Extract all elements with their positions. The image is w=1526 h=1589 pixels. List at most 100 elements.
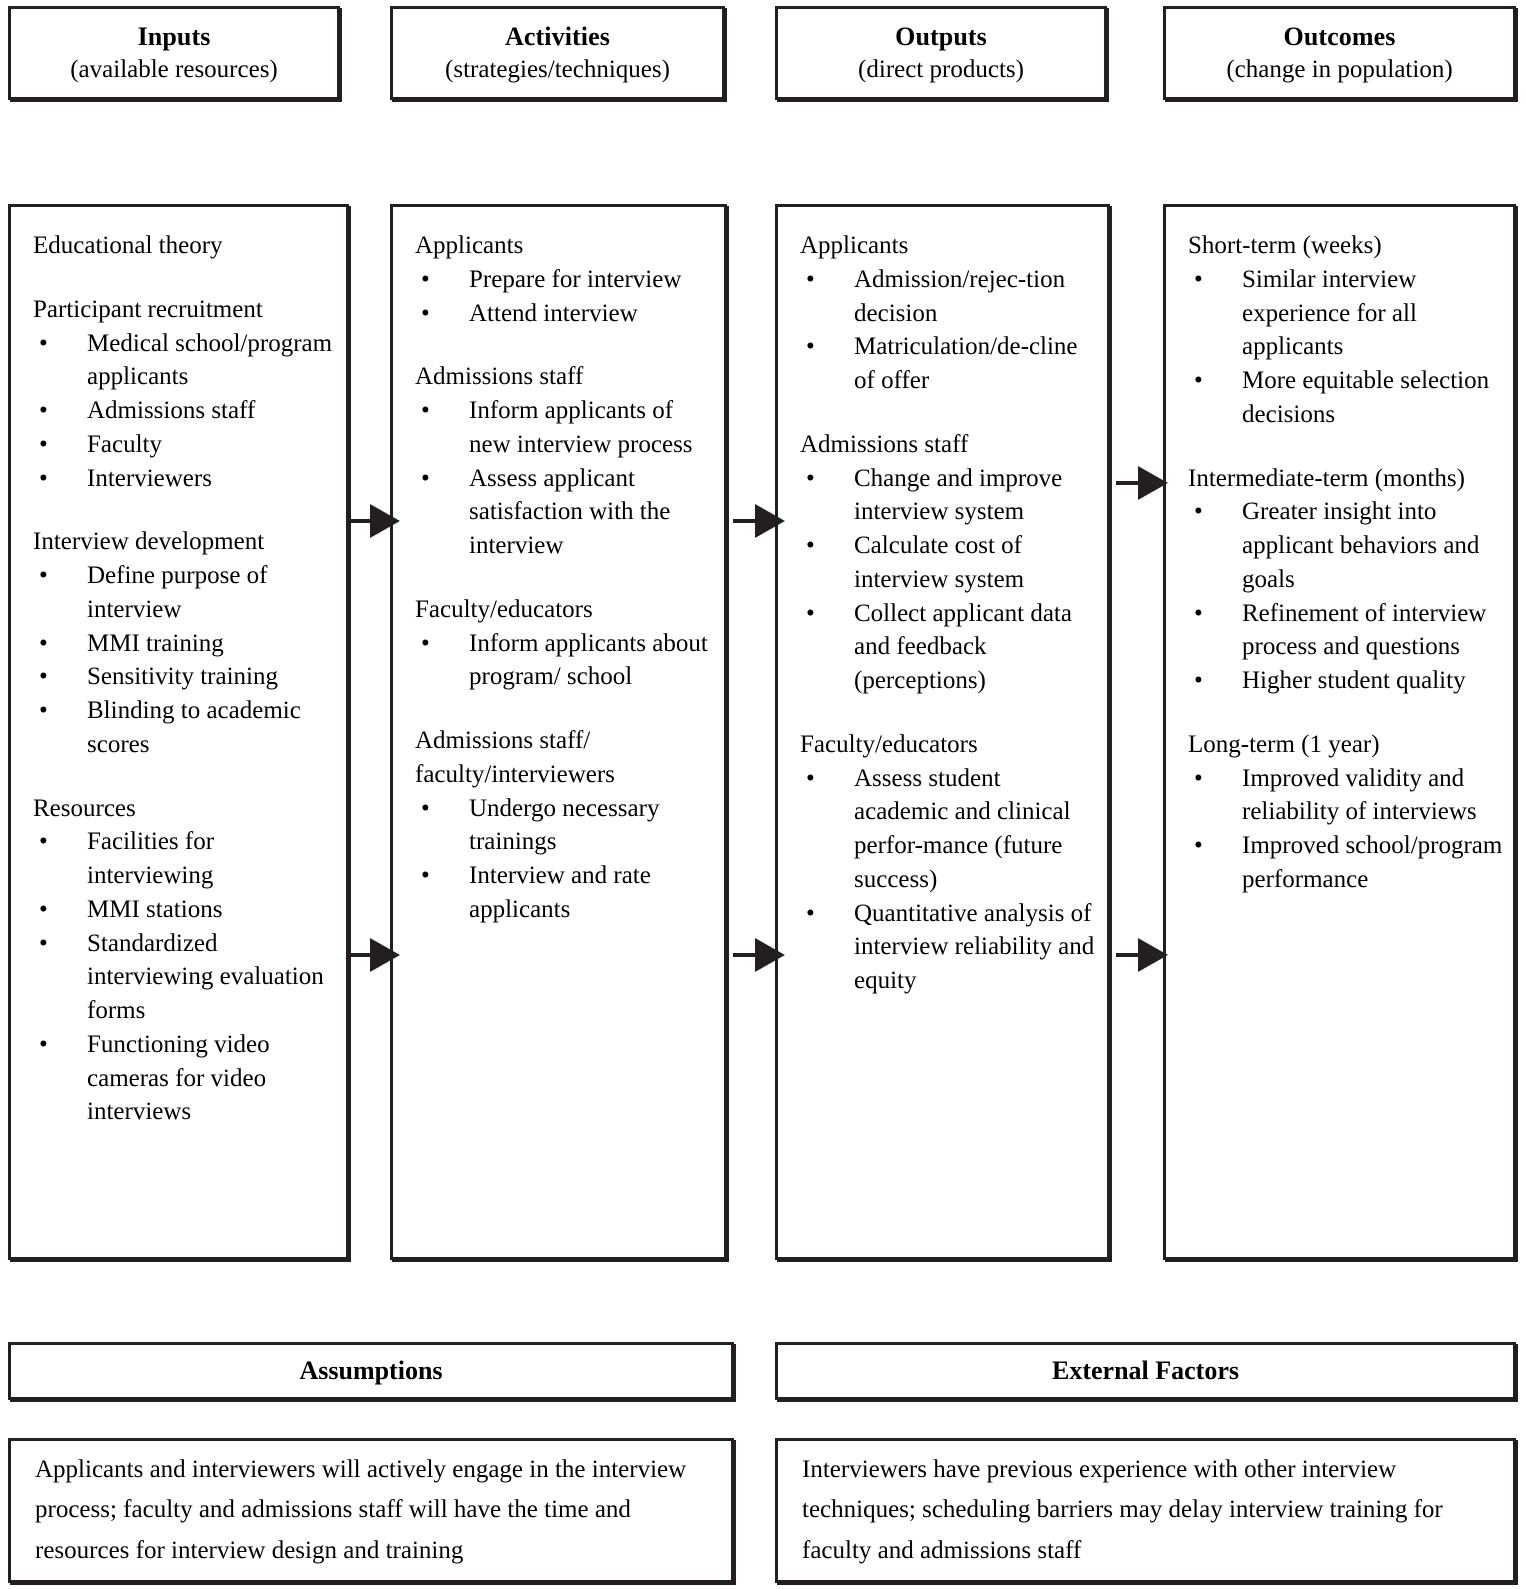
header-box-inputs: Inputs (available resources) bbox=[8, 6, 340, 100]
list-item: •Blinding to academic scores bbox=[33, 694, 336, 762]
group-bullet-list: •Medical school/program applicants•Admis… bbox=[33, 327, 336, 496]
list-item-label: Change and improve interview system bbox=[854, 464, 1063, 526]
group-bullet-list: • Improved validity and reliability of in… bbox=[1188, 762, 1503, 897]
bullet-icon: • bbox=[806, 899, 815, 927]
group-heading: Resources bbox=[33, 794, 136, 822]
arrow-outputs-to-outcomes-lower bbox=[1116, 938, 1172, 972]
bullet-icon: • bbox=[806, 532, 815, 559]
arrow-head-icon bbox=[755, 504, 785, 538]
group-block: Admissions staff•Inform applicants of ne… bbox=[415, 360, 714, 563]
bullet-icon: • bbox=[1194, 832, 1203, 859]
group-block: Interview development•Define purpose of … bbox=[33, 525, 336, 761]
group-bullet-list: •Admission/rejec-tion decision•Matricula… bbox=[800, 263, 1097, 398]
list-item: • Improved validity and reliability of in… bbox=[1188, 762, 1503, 830]
header-title: Inputs bbox=[137, 22, 211, 52]
list-item: •Refinement of interview process and que… bbox=[1188, 597, 1503, 665]
group-heading: Admissions staff/ faculty/interviewers bbox=[415, 727, 615, 788]
group-spacer bbox=[415, 694, 714, 724]
arrow-tail bbox=[348, 519, 372, 523]
list-item: •Inform applicants about program/ school bbox=[415, 627, 714, 695]
group-heading: Long-term (1 year) bbox=[1188, 730, 1380, 758]
arrow-head-icon bbox=[370, 504, 400, 538]
bullet-icon: • bbox=[39, 1030, 48, 1058]
group-spacer bbox=[33, 762, 336, 792]
list-item-label: Admission/rejec-tion decision bbox=[854, 265, 1066, 327]
arrow-tail bbox=[733, 519, 757, 523]
note-external-factors: Interviewers have previous experience wi… bbox=[775, 1438, 1516, 1583]
group-bullet-list: •Facilities for interviewing•MMI station… bbox=[33, 825, 336, 1129]
group-heading: Faculty/educators bbox=[800, 730, 978, 758]
group-block: Educational theory bbox=[33, 229, 336, 263]
group-block: Faculty/educators •Assess student academi… bbox=[800, 728, 1097, 998]
bullet-icon: • bbox=[39, 828, 48, 856]
list-item-label: Faculty bbox=[87, 430, 162, 458]
bullet-icon: • bbox=[1194, 764, 1203, 792]
bullet-icon: • bbox=[1194, 599, 1203, 627]
group-heading: Faculty/educators bbox=[415, 595, 593, 623]
arrow-inputs-to-activities-lower bbox=[348, 938, 404, 972]
list-item-label: Functioning video cameras for video inte… bbox=[87, 1030, 270, 1126]
bullet-icon: • bbox=[421, 862, 430, 889]
arrow-inputs-to-activities-upper bbox=[348, 504, 404, 538]
bullet-icon: • bbox=[39, 663, 48, 691]
list-item: •Change and improve interview system bbox=[800, 462, 1097, 530]
group-heading: Participant recruitment bbox=[33, 295, 263, 323]
list-item: •Assess student academic and clinical pe… bbox=[800, 762, 1097, 897]
group-block: Intermediate-term (months)•Greater insig… bbox=[1188, 462, 1503, 698]
list-item-label: Prepare for interview bbox=[469, 265, 682, 293]
bullet-icon: • bbox=[1194, 265, 1203, 293]
list-item-label: Medical school/program applicants bbox=[87, 329, 333, 391]
list-item: • Improved school/program performance bbox=[1188, 829, 1503, 897]
list-item-label: Standardized interviewing evaluation for… bbox=[87, 929, 324, 1025]
list-item-label: Assess applicant satisfaction with the i… bbox=[469, 464, 671, 560]
list-item: • Functioning video cameras for video int… bbox=[33, 1028, 336, 1129]
group-bullet-list: •Prepare for interview•Attend interview bbox=[415, 263, 714, 331]
list-item-label: Undergo necessary trainings bbox=[469, 794, 660, 856]
bullet-icon: • bbox=[1194, 667, 1203, 694]
list-item-label: Collect applicant data and feedback (per… bbox=[854, 599, 1072, 695]
arrow-tail bbox=[1116, 481, 1140, 485]
group-heading: Short-term (weeks) bbox=[1188, 232, 1382, 259]
list-item-label: Similar interview experience for all app… bbox=[1242, 265, 1417, 361]
list-item: •Sensitivity training bbox=[33, 660, 336, 694]
group-bullet-list: •Change and improve interview system• Cal… bbox=[800, 462, 1097, 698]
header-title: Activities bbox=[505, 22, 610, 52]
group-spacer bbox=[1188, 432, 1503, 462]
list-item-label: Calculate cost of interview system bbox=[854, 532, 1025, 593]
header-title: Outputs bbox=[895, 22, 987, 52]
list-item: •Interviewers bbox=[33, 462, 336, 496]
bullet-icon: • bbox=[421, 794, 430, 822]
header-subtitle: (available resources) bbox=[70, 55, 278, 83]
banner-external-factors: External Factors bbox=[775, 1342, 1516, 1400]
column-body-outcomes: Short-term (weeks) • Similar interview exp… bbox=[1163, 204, 1516, 1260]
list-item: •Medical school/program applicants bbox=[33, 327, 336, 395]
arrow-activities-to-outputs-upper bbox=[733, 504, 789, 538]
arrow-tail bbox=[348, 953, 372, 957]
column-body-outputs: Applicants•Admission/rejec-tion decision… bbox=[775, 204, 1110, 1260]
arrow-head-icon bbox=[1138, 938, 1168, 972]
arrow-head-icon bbox=[370, 938, 400, 972]
header-box-outcomes: Outcomes (change in population) bbox=[1163, 6, 1516, 100]
bullet-icon: • bbox=[421, 265, 430, 293]
list-item: •Define purpose of interview bbox=[33, 559, 336, 627]
list-item: •MMI stations bbox=[33, 893, 336, 927]
list-item: •Assess applicant satisfaction with the … bbox=[415, 462, 714, 563]
list-item: •Facilities for interviewing bbox=[33, 825, 336, 893]
bullet-icon: • bbox=[39, 430, 48, 458]
group-spacer bbox=[415, 563, 714, 593]
arrow-head-icon bbox=[1138, 466, 1168, 500]
list-item-label: Improved validity and reliability of int… bbox=[1242, 764, 1477, 826]
banner-title: Assumptions bbox=[299, 1356, 443, 1385]
bullet-icon: • bbox=[421, 299, 430, 327]
group-block: Applicants•Admission/rejec-tion decision… bbox=[800, 229, 1097, 398]
list-item: •More equitable selection decisions bbox=[1188, 364, 1503, 432]
list-item-label: MMI stations bbox=[87, 895, 223, 923]
bullet-icon: • bbox=[421, 629, 430, 657]
list-item-label: Matriculation/de-cline of offer bbox=[854, 333, 1078, 394]
group-heading: Admissions staff bbox=[415, 363, 584, 391]
group-block: Long-term (1 year) • Improved validity and… bbox=[1188, 728, 1503, 897]
list-item-label: More equitable selection decisions bbox=[1242, 367, 1490, 428]
list-item-label: Improved school/program performance bbox=[1242, 832, 1503, 893]
list-item-label: MMI training bbox=[87, 629, 224, 657]
